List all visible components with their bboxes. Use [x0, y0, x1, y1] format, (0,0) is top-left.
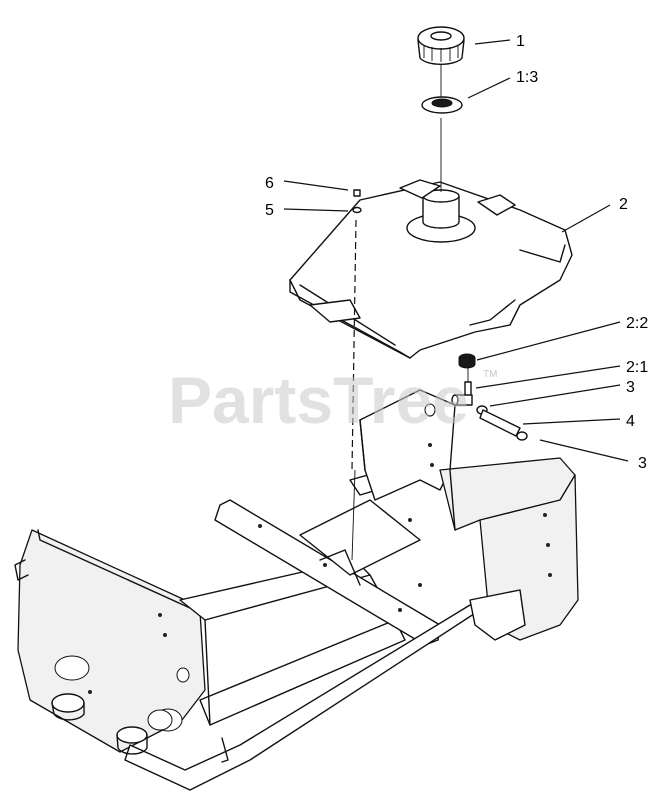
- clamp-3b: [516, 431, 528, 441]
- fuel-cap: [417, 26, 465, 65]
- callout-1: 1: [516, 33, 525, 50]
- fuel-hose-4: [479, 409, 521, 437]
- watermark-trademark: TM: [483, 369, 497, 380]
- leader-lines: [283, 39, 629, 462]
- callouts: 1 1:3 2 6 5 2:2 2:1 3 4 3: [265, 33, 648, 472]
- callout-1-3: 1:3: [516, 69, 538, 86]
- washer-5: [352, 206, 362, 214]
- elbow-fitting-2-1: [451, 381, 473, 406]
- assembly-lines: [351, 65, 469, 561]
- cap-gasket: [421, 96, 463, 114]
- callout-3b: 3: [638, 455, 647, 472]
- callout-3a: 3: [626, 379, 635, 396]
- callout-5: 5: [265, 202, 274, 219]
- watermark: PartsTree TM: [168, 363, 497, 437]
- screw-6: [353, 189, 361, 197]
- callout-2: 2: [619, 196, 628, 213]
- callout-2-2: 2:2: [626, 315, 648, 332]
- fuel-tank: [289, 179, 573, 359]
- callout-2-1: 2:1: [626, 359, 648, 376]
- grommet-2-2: [458, 353, 476, 369]
- watermark-text: PartsTree: [168, 363, 469, 437]
- callout-6: 6: [265, 175, 274, 192]
- callout-4: 4: [626, 413, 635, 430]
- chassis-frame: [14, 389, 579, 791]
